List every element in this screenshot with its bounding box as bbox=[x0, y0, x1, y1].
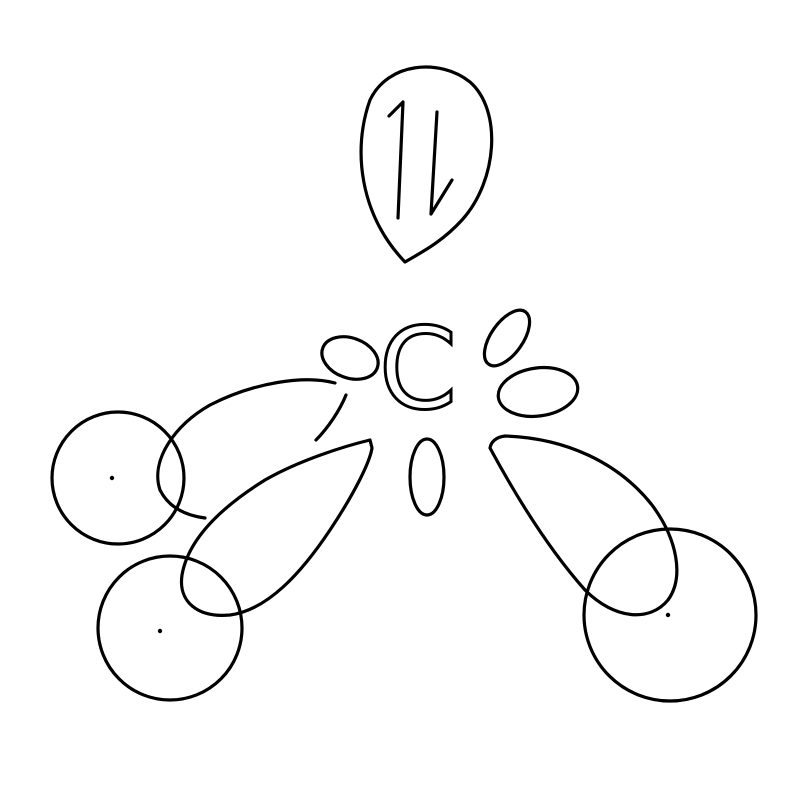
bond-lobe-lower-left bbox=[179, 438, 374, 617]
back-lobe-right bbox=[496, 365, 580, 419]
substituent-atom-right bbox=[582, 527, 758, 703]
back-lobe-left bbox=[320, 335, 380, 381]
electron-pair-marks bbox=[387, 100, 454, 220]
electron-spin-up bbox=[387, 100, 405, 220]
small-back-lobes bbox=[320, 308, 580, 517]
nucleus-dots bbox=[109, 475, 671, 634]
central-atom-label: C bbox=[379, 305, 457, 435]
substituent-atoms bbox=[50, 410, 758, 703]
nucleus-dot-right bbox=[665, 612, 671, 618]
bond-lobe-upper-left bbox=[156, 378, 348, 520]
electron-spin-down bbox=[429, 110, 454, 216]
substituent-atom-upper-left bbox=[50, 410, 186, 546]
bond-lobe-right bbox=[488, 434, 679, 617]
nucleus-dot-upper-left bbox=[109, 475, 115, 481]
back-lobe-bottom bbox=[408, 437, 446, 517]
substituent-atom-lower-left bbox=[96, 554, 244, 702]
lone-pair-lobe bbox=[359, 65, 494, 264]
lone-pair-orbital bbox=[359, 65, 494, 264]
nucleus-dot-lower-left bbox=[157, 628, 163, 634]
back-lobe-upper-right bbox=[482, 308, 532, 368]
